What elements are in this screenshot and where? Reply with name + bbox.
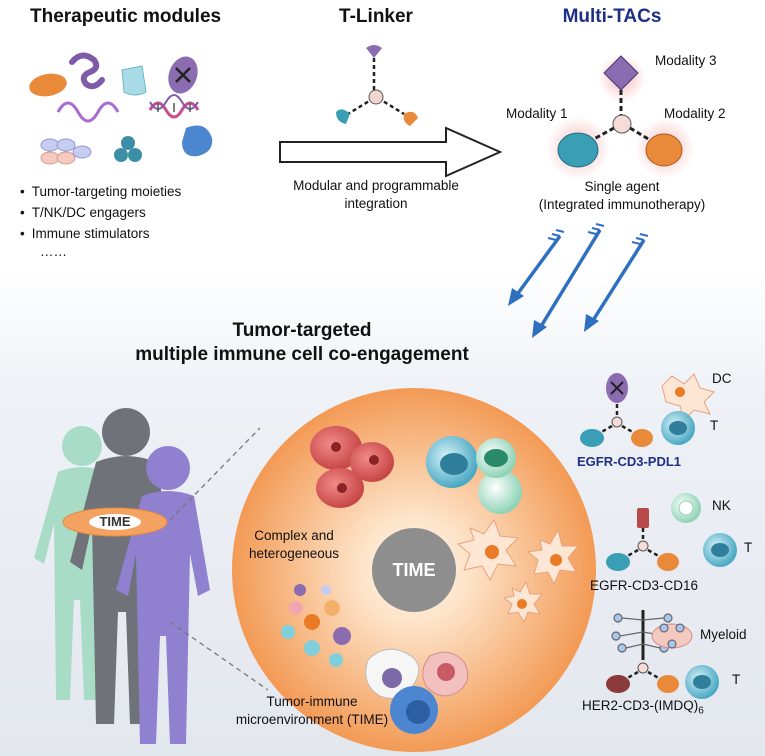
nk-label: NK	[712, 498, 731, 513]
modality1-label: Modality 1	[506, 106, 568, 121]
t-label-3: T	[732, 672, 741, 687]
arrow-caption-line1: Modular and programmable	[293, 178, 459, 193]
example-egfr-cd3-cd16	[606, 493, 737, 571]
therapeutic-module-icons	[29, 52, 213, 165]
middle-title-line1: Tumor-targeted	[232, 320, 372, 341]
module-list-ellipsis: ……	[40, 244, 67, 259]
immune-cells-top-right	[426, 436, 522, 514]
myeloid-label: Myeloid	[700, 627, 747, 642]
therapeutic-modules-title: Therapeutic modules	[30, 6, 222, 27]
human-silhouettes	[34, 408, 210, 744]
t-linker-icon	[336, 45, 418, 126]
example2-name: EGFR-CD3-CD16	[590, 578, 699, 593]
time-center-label: TIME	[392, 560, 436, 580]
example3-name: HER2-CD3-(IMDQ)6	[582, 698, 704, 717]
complex-label-line2: heterogeneous	[248, 546, 340, 561]
tumor-immune-label-line2: microenvironment (TIME)	[235, 712, 389, 727]
module-list: Tumor-targeting moieties T/NK/DC engager…	[20, 181, 182, 244]
arrow-caption-line2: integration	[344, 196, 408, 211]
example3-name-subscript: 6	[698, 705, 704, 717]
dc-label: DC	[712, 371, 732, 386]
single-agent-label: Single agent	[584, 179, 660, 194]
body-time-label: TIME	[99, 514, 131, 529]
middle-title-line2: multiple immune cell co-engagement	[135, 344, 469, 365]
example-her2-cd3-imdq	[606, 610, 719, 699]
complex-label-line1: Complex and	[254, 528, 334, 543]
example1-name: EGFR-CD3-PDL1	[577, 454, 682, 469]
example-egfr-cd3-pdl1	[580, 373, 715, 447]
tumor-immune-label-line1: Tumor-immune	[266, 694, 358, 709]
blue-arrows	[508, 223, 649, 338]
time-core	[372, 528, 456, 612]
tumor-cells	[310, 426, 394, 508]
multi-tacs-title: Multi-TACs	[562, 6, 662, 27]
t-label-1: T	[710, 418, 719, 433]
immune-cells-bottom	[365, 648, 469, 734]
t-label-2: T	[744, 540, 753, 555]
module-item: Tumor-targeting moieties	[20, 181, 182, 202]
integration-arrow	[279, 126, 503, 178]
mixed-molecules	[281, 584, 351, 667]
module-item: T/NK/DC engagers	[20, 202, 181, 223]
module-item: Immune stimulators	[20, 223, 181, 244]
multi-tac-molecule	[546, 54, 695, 180]
modality2-label: Modality 2	[664, 106, 726, 121]
modality3-label: Modality 3	[655, 53, 717, 68]
t-linker-title: T-Linker	[339, 6, 413, 27]
integrated-immunotherapy-label: (Integrated immunotherapy)	[538, 197, 706, 212]
example3-name-main: HER2-CD3-(IMDQ)	[582, 698, 699, 713]
